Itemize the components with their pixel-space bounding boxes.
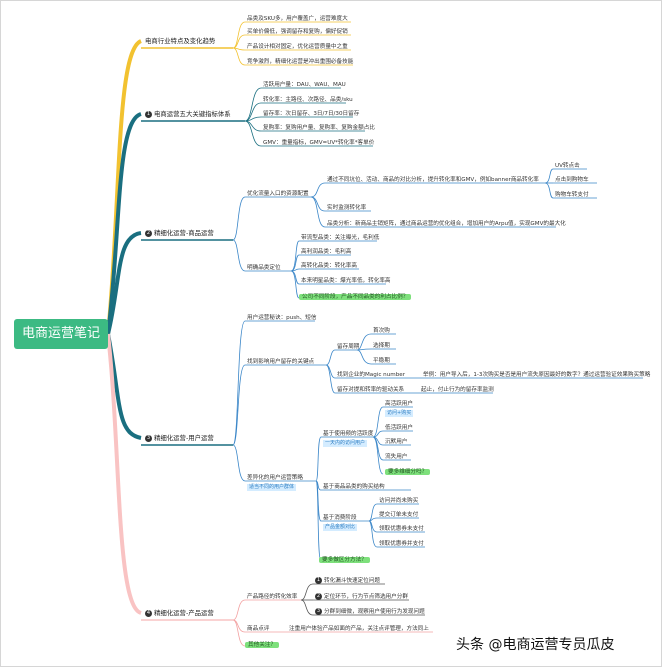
metric-item-active-users[interactable]: 活跃用户量：DAU、WAU、MAU — [263, 82, 346, 88]
category-item-2[interactable]: 高利润品类：毛利高 — [301, 249, 352, 255]
branch-product-label: 精细化运营-商品运营 — [154, 229, 214, 237]
branch-user-label: 精细化运营-用户运营 — [154, 434, 214, 442]
metric-item-repurchase[interactable]: 复购率：复购用户量、复购率、复购金额占比 — [263, 125, 375, 131]
metric-item-retention[interactable]: 留存率：次日留存、3日/7日/30日留存 — [263, 111, 360, 117]
user-retention-keypoints[interactable]: 找到影响用户留存的关键点 — [247, 359, 315, 365]
segment-question-label: 要多做区分方法？ — [319, 557, 370, 563]
funnel-step-3[interactable]: 购物车转支付 — [555, 192, 589, 198]
path-step-1-label: 转化漏斗快速定位问题 — [324, 578, 380, 584]
product-group-category[interactable]: 明确品类定位 — [247, 265, 281, 271]
number-badge-icon: 1 — [145, 110, 152, 118]
magic-number-note[interactable]: 举例：用户导入后，1-3次购买是否是用户流失原因最好的数字？通过运营验证效果购买… — [423, 372, 651, 378]
industry-item-4[interactable]: 竞争激烈，精细化运营是冲出重围必备技能 — [247, 59, 354, 65]
number-badge-icon: 4 — [145, 609, 152, 617]
stage-order-unpaid[interactable]: 提交订单未支付 — [379, 512, 419, 518]
funnel-step-1[interactable]: UV转点击 — [555, 163, 580, 169]
user-high-active[interactable]: 高活跃用户 — [385, 401, 413, 407]
user-ops-channels[interactable]: 用户运营秘诀：push、短信 — [247, 315, 317, 321]
activity-question[interactable]: 要多维细分吗？ — [385, 468, 431, 476]
user-churned[interactable]: 流失用户 — [385, 454, 408, 460]
user-diff-strategy[interactable]: 差异化的用户运营策略 — [247, 475, 303, 481]
path-step-2-label: 定位环节，行为节点筛选用户分群 — [324, 594, 408, 600]
root-node[interactable]: 电商运营笔记 — [14, 319, 108, 349]
industry-item-1[interactable]: 品类及SKU多，用户覆盖广，运营难度大 — [247, 16, 348, 22]
industry-item-3[interactable]: 产品设计相对固定，优化运营质量中之重 — [247, 44, 348, 50]
product-traffic-item-1[interactable]: 通过不同坑位、活动、商品的对比分析，提升转化率和GMV，例如banner商品转化… — [327, 177, 539, 183]
step-3-icon: 3 — [315, 608, 322, 615]
branch-metrics-label: 电商运营五大关键指标体系 — [154, 110, 231, 118]
user-low-active[interactable]: 低活跃用户 — [385, 425, 413, 431]
cycle-phase-2[interactable]: 选择期 — [373, 343, 390, 349]
product-traffic-item-2[interactable]: 实时监测转化率 — [327, 205, 367, 211]
productop-question[interactable]: 其他关注？ — [245, 641, 279, 649]
watermark-text: 头条 @电商运营专员瓜皮 — [456, 637, 615, 653]
activity-question-label: 要多维细分吗？ — [385, 469, 431, 475]
user-diff-tag: 适当不同的用户群体 — [247, 484, 297, 491]
stage-coupon-unpaid[interactable]: 领取优惠券未支付 — [379, 526, 424, 532]
category-purchase-structure[interactable]: 基于商品品类的购买结构 — [323, 484, 385, 490]
path-conversion[interactable]: 产品路径的转化效率 — [247, 594, 298, 600]
branch-industry-trends[interactable]: 电商行业特点及变化趋势 — [141, 34, 219, 48]
industry-item-2[interactable]: 买单价偏低，强调留存和复购，偏好促销 — [247, 29, 348, 35]
product-group-traffic[interactable]: 优化流量入口的资源配置 — [247, 191, 309, 197]
cycle-phase-3[interactable]: 平稳期 — [373, 358, 390, 364]
funnel-step-2[interactable]: 点击到购物车 — [555, 177, 589, 183]
consumption-tag: 产品金额对比 — [323, 524, 358, 531]
product-traffic-item-3[interactable]: 品类分析：新商品主销矩阵，通过商品运营的优化组合，增加用户的Arpu值，实现GM… — [327, 221, 566, 227]
stage-visit-no-buy[interactable]: 访问并尚未购买 — [379, 498, 419, 504]
number-badge-icon: 2 — [145, 229, 152, 237]
activity-tag: 一天内的访问用户 — [323, 440, 368, 447]
retention-cycle[interactable]: 留存周期 — [337, 344, 360, 350]
user-silent[interactable]: 沉默用户 — [385, 439, 408, 445]
category-question-label: 公司不同阶段，产品不同品类的利占比例？ — [299, 294, 412, 300]
product-review-note[interactable]: 注重用户体验产品如面的产品，关注点评管理，方法同上 — [289, 626, 429, 632]
category-item-3[interactable]: 高转化品类：转化率高 — [301, 263, 357, 269]
branch-productop-label: 精细化运营-产品运营 — [154, 609, 214, 617]
step-1-icon: 1 — [315, 577, 322, 584]
activity-based[interactable]: 基于使用频的活跃度 — [323, 431, 374, 437]
stage-coupon-paid[interactable]: 领取优惠券并支付 — [379, 541, 424, 547]
productop-question-label: 其他关注？ — [245, 642, 279, 648]
number-badge-icon: 3 — [145, 434, 152, 442]
segment-question[interactable]: 要多做区分方法？ — [319, 556, 370, 564]
metric-item-gmv[interactable]: GMV：重量指标，GMV=UV*转化率*客单价 — [263, 140, 375, 146]
path-step-3-label: 分群到细微，观察用户使用行为发现问题 — [324, 609, 425, 615]
category-item-4[interactable]: 本来明星品类：爆光率低，转化率高 — [301, 278, 391, 284]
consumption-stage[interactable]: 基于消费阶段 — [323, 515, 357, 521]
cycle-phase-1[interactable]: 首次购 — [373, 328, 390, 334]
metric-item-conversion[interactable]: 转化率：主路径、次路径、品类/sku — [263, 97, 353, 103]
retention-driver-note[interactable]: 起止，付止行为的留存率监测 — [421, 387, 494, 393]
category-question[interactable]: 公司不同阶段，产品不同品类的利占比例？ — [299, 293, 412, 301]
magic-number[interactable]: 找到企业的Magic number — [337, 372, 406, 378]
high-active-tag: 访问+购买 — [385, 410, 414, 417]
category-item-1[interactable]: 带流型品类：关注曝光，毛利低 — [301, 235, 380, 241]
product-review[interactable]: 商品点评 — [247, 626, 270, 632]
retention-driver[interactable]: 留存对提和转率的驱动关系 — [337, 387, 405, 393]
branch-industry-label: 电商行业特点及变化趋势 — [145, 37, 216, 45]
step-2-icon: 2 — [315, 593, 322, 600]
